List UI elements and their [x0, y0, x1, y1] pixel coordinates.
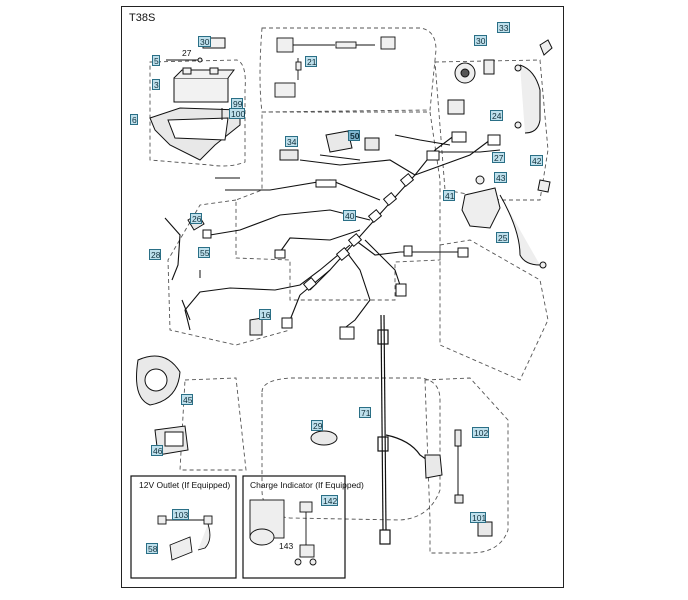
outlet-inset-title: 12V Outlet (If Equipped): [139, 480, 231, 490]
callout-43: 43: [494, 172, 507, 183]
callout-16: 16: [259, 309, 271, 320]
callout-25: 25: [496, 232, 509, 243]
callout-3: 3: [152, 79, 160, 90]
inset-frames: [130, 475, 346, 579]
ignition-parts: [447, 39, 553, 269]
callout-27-right: 27: [492, 152, 505, 163]
callout-42: 42: [530, 155, 543, 166]
small-parts: [136, 130, 493, 537]
callout-142: 142: [321, 495, 338, 506]
callout-71: 71: [359, 407, 371, 418]
callout-30-top: 30: [198, 36, 211, 47]
callout-28: 28: [149, 249, 161, 260]
diagram-frame: [121, 6, 564, 588]
callout-30-right: 30: [474, 35, 487, 46]
callout-41: 41: [443, 190, 455, 201]
inset-parts: [157, 499, 317, 566]
callout-5: 5: [152, 55, 160, 66]
top-connectors: [274, 36, 396, 98]
charge-inset-title: Charge Indicator (If Equipped): [250, 480, 364, 490]
callout-103: 103: [172, 509, 189, 520]
model-code: T38S: [129, 12, 156, 24]
callout-101: 101: [470, 512, 487, 523]
callout-26: 26: [190, 213, 202, 224]
callout-24: 24: [490, 110, 503, 121]
callout-50: 50: [348, 130, 360, 141]
cable-71: [377, 314, 431, 545]
callout-40: 40: [343, 210, 356, 221]
callout-143: 143: [279, 541, 294, 551]
harness-connectors: [202, 131, 501, 340]
harness-wires: [164, 134, 501, 331]
callout-21: 21: [305, 56, 317, 67]
callout-102: 102: [472, 427, 489, 438]
callout-6: 6: [130, 114, 138, 125]
tractor-outline: [149, 27, 549, 554]
callout-27-top: 27: [182, 48, 192, 58]
callout-45: 45: [181, 394, 193, 405]
callout-100: 100: [229, 108, 246, 119]
callout-34: 34: [285, 136, 298, 147]
callout-46: 46: [151, 445, 163, 456]
callout-55: 55: [198, 247, 210, 258]
callout-33: 33: [497, 22, 510, 33]
callout-29: 29: [311, 420, 323, 431]
battery-assembly: [149, 37, 241, 161]
callout-58: 58: [146, 543, 158, 554]
